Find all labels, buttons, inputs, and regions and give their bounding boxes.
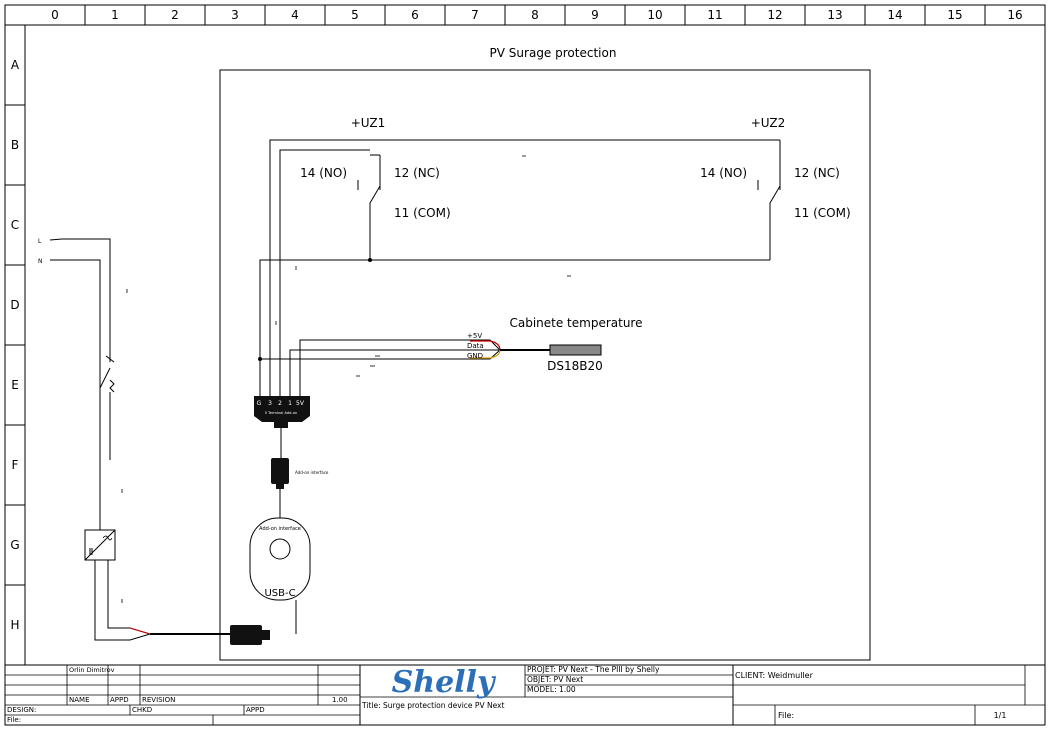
terminal-block: G 3 2 1 5V 5 Terminal Add-on	[254, 396, 310, 458]
addon-caption: Add-on interface	[295, 470, 329, 475]
row-label: C	[11, 218, 19, 232]
objet-text: OBJET: PV Next	[527, 675, 583, 684]
column-label: 0	[51, 8, 59, 22]
column-label: 14	[887, 8, 902, 22]
column-label: 5	[351, 8, 359, 22]
row-label: F	[12, 458, 19, 472]
data-wire	[470, 340, 501, 351]
relay-wiring	[258, 139, 780, 400]
revision-value: 1.00	[332, 696, 348, 704]
terminal-pin-5v: 5V	[296, 400, 305, 407]
row-label: E	[11, 378, 19, 392]
relay1-label: +UZ1	[351, 116, 385, 130]
column-label: 1	[111, 8, 119, 22]
column-label: 11	[707, 8, 722, 22]
usb-plug	[230, 625, 262, 645]
sheet-number: 1/1	[994, 711, 1007, 720]
column-label: 3	[231, 8, 239, 22]
relay1-nc: 12 (NC)	[394, 166, 440, 180]
pin-data: Data	[467, 342, 484, 350]
file-label: File:	[7, 716, 21, 724]
line-n-label: N	[38, 258, 43, 265]
enclosure-box	[219, 69, 871, 661]
addon-label: Add-on interface	[259, 526, 301, 532]
terminal-pin-1: 1	[288, 400, 292, 407]
column-label: 8	[531, 8, 539, 22]
row-label: G	[10, 538, 19, 552]
appd-label: APPD	[110, 696, 129, 704]
relay1-contact: 14 (NO) 12 (NC) 11 (COM)	[300, 154, 451, 260]
relay1-com: 11 (COM)	[394, 206, 451, 220]
file2-label: File:	[778, 711, 794, 720]
pin-5v: +5V	[467, 332, 482, 340]
column-label: 4	[291, 8, 299, 22]
column-label: 9	[591, 8, 599, 22]
sensor-heading: Cabinete temperature	[509, 316, 642, 330]
revision-label: REVISION	[142, 696, 175, 704]
projet-text: PROJET: PV Next - The PIII by Shelly	[527, 665, 660, 674]
chkd-label: CHKD	[132, 706, 152, 714]
title-block: Orlin Dimitrov NAME APPD REVISION 1.00 D…	[5, 664, 1045, 725]
relay2-contact: 14 (NO) 12 (NC) 11 (COM)	[700, 140, 851, 260]
model-text: MODEL: 1.00	[527, 685, 576, 694]
shelly-logo: Shelly	[392, 665, 497, 700]
terminal-pin-3: 3	[268, 400, 272, 407]
relay1-no: 14 (NO)	[300, 166, 347, 180]
row-label: H	[10, 618, 19, 632]
addon-interface: Add-on interface USB-C	[249, 517, 311, 624]
column-label: 16	[1007, 8, 1022, 22]
name-label: NAME	[69, 696, 90, 704]
relay2-nc: 12 (NC)	[794, 166, 840, 180]
sheet-border	[4, 4, 1046, 726]
sensor-wiring: +5V Data GND	[260, 332, 550, 400]
column-label: 6	[411, 8, 419, 22]
column-label: 7	[471, 8, 479, 22]
terminal-caption: 5 Terminal Add-on	[265, 411, 298, 415]
row-label: A	[11, 58, 20, 72]
sensor-name: DS18B20	[547, 359, 603, 373]
line-l-label: L	[38, 238, 42, 245]
row-ruler: A B C D E F G H	[5, 58, 25, 632]
column-label: 15	[947, 8, 962, 22]
row-label: D	[10, 298, 19, 312]
pin-gnd: GND	[467, 352, 483, 360]
relay2-com: 11 (COM)	[794, 206, 851, 220]
diagram-title: PV Surage protection	[490, 46, 617, 60]
row-label: B	[11, 138, 19, 152]
design-label: DESIGN:	[7, 706, 36, 714]
usb-label: USB-C	[264, 588, 295, 599]
column-label: 12	[767, 8, 782, 22]
terminal-pin-g: G	[257, 400, 262, 407]
designer-name: Orlin Dimitrov	[69, 666, 115, 674]
appd2-label: APPD	[246, 706, 265, 714]
gnd-wire	[470, 349, 501, 359]
column-label: 10	[647, 8, 662, 22]
relay2-no: 14 (NO)	[700, 166, 747, 180]
drawing-title: Title: Surge protection device PV Next	[361, 701, 504, 710]
column-label: 2	[171, 8, 179, 22]
relay2-label: +UZ2	[751, 116, 785, 130]
sensor-body	[549, 344, 602, 356]
column-label: 13	[827, 8, 842, 22]
power-supply: L N	[38, 238, 297, 645]
addon-connector: Add-on interface	[271, 458, 329, 518]
client-text: CLIENT: Weidmuller	[735, 671, 814, 680]
temperature-sensor: Cabinete temperature DS18B20	[509, 316, 642, 373]
terminal-pin-2: 2	[278, 400, 282, 407]
ac-dc-converter	[84, 529, 116, 561]
